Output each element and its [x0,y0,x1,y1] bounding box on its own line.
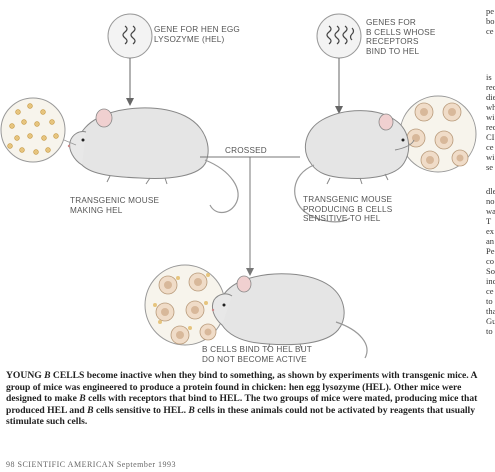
caption-b-4: B [188,404,195,416]
right-column-text: Pe [486,246,495,256]
genes-b-label-line-4: BIND TO HEL [366,46,420,56]
mouse-bottom [211,273,368,359]
right-column-text: die [486,92,495,102]
gene-hel-label-line-2: LYSOZYME (HEL) [154,34,225,44]
right-column-text: to [486,296,493,306]
right-column-text: co [486,256,495,266]
right-column-text: to [486,326,493,336]
right-column-text: ce [486,26,494,36]
right-column-text: CI [486,132,495,142]
gene-hel-circle [107,13,153,59]
right-column-text: no [486,196,495,206]
right-column-text: an [486,236,495,246]
genes-b-label-line-1: GENES FOR [366,18,417,27]
caption-part-5: cells in these animals could not be acti… [6,404,476,428]
mouse-right-label-line-3: SENSITIVE TO HEL [303,214,381,223]
genes-b-circle [316,13,362,59]
caption-part-2: CELLS become inactive when they bind to … [6,370,477,405]
mouse-right-label: TRANSGENIC MOUSE PRODUCING B CELLS SENSI… [303,195,392,224]
right-column-text: ce [486,286,494,296]
caption-b-2: B [79,393,86,405]
right-column-text: ce [486,142,494,152]
right-column-text: inc [486,276,495,286]
gene-hel-label: GENE FOR HEN EGG LYSOZYME (HEL) [154,25,240,44]
caption-part-1: YOUNG [6,370,45,381]
right-column-text: Gu [486,316,495,326]
mouse-left-label-line-2: MAKING HEL [70,205,123,215]
right-column-text: bo [486,16,495,26]
right-column-text: wi [486,152,495,162]
crossed-label: CROSSED [225,146,267,155]
right-column-text: rec [486,82,495,92]
mouse-right [294,110,415,223]
genes-b-label-line-2: B CELLS WHOSE [366,27,436,37]
right-column-text: wa [486,206,495,216]
right-column-text: tha [486,306,495,316]
bottom-label-line-1: B CELLS BIND TO HEL BUT [202,345,313,354]
right-column-text: So [486,266,495,276]
genes-b-label-line-3: RECEPTORS [366,37,419,46]
right-column-text: wh [486,102,495,112]
right-column-text: pe [486,6,495,16]
right-column-text: rec [486,122,495,132]
genes-b-label: GENES FOR B CELLS WHOSE RECEPTORS BIND T… [366,18,435,56]
figure-caption: YOUNG B CELLS become inactive when they … [6,370,484,428]
caption-b-1: B [44,370,51,381]
caption-part-3: cells with receptors that bind to HEL. T… [6,393,478,416]
b-cells-zoom-circle [399,95,477,173]
mouse-right-label-line-1: TRANSGENIC MOUSE [303,195,393,204]
bottom-label: B CELLS BIND TO HEL BUT DO NOT BECOME AC… [202,345,312,364]
mouse-right-label-line-2: PRODUCING B CELLS [303,204,393,214]
caption-part-4: cells sensitive to HEL. [93,404,189,416]
right-column-text: dle [486,186,495,196]
right-column-text: wi [486,112,495,122]
mouse-left-label: TRANSGENIC MOUSE MAKING HEL [70,196,159,215]
gene-hel-label-line-1: GENE FOR HEN EGG [154,25,240,34]
mouse-left [67,107,239,214]
bound-b-cells-circle [144,264,226,346]
page-footer: 98 SCIENTIFIC AMERICAN September 1993 [6,460,177,469]
right-column-text: T [486,216,492,226]
right-column-text: is [486,72,492,82]
bottom-label-line-2: DO NOT BECOME ACTIVE [202,354,307,364]
hel-zoom-circle [0,97,66,163]
right-column-text: se [486,162,494,172]
mouse-left-label-line-1: TRANSGENIC MOUSE [70,196,160,205]
right-column-text: ex [486,226,495,236]
caption-b-3: B [87,404,94,416]
